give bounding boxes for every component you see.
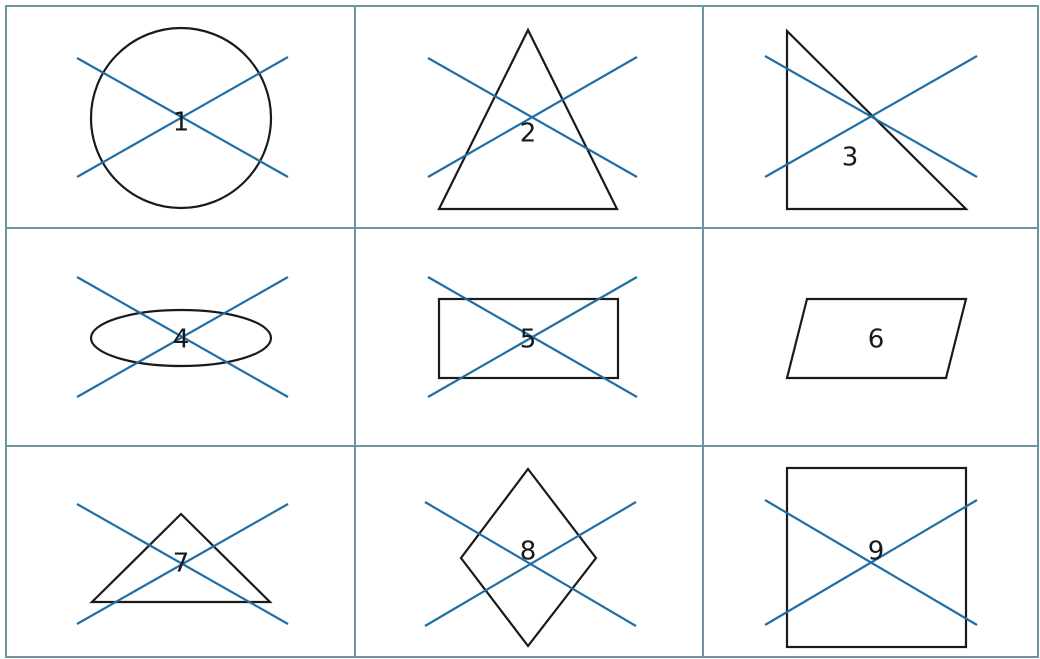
shape-number-3: 3 <box>842 143 859 173</box>
circle-shape <box>89 26 273 210</box>
cell-9: 9 <box>764 466 978 649</box>
shape-number-6: 6 <box>868 325 885 355</box>
cell-2: 2 <box>427 27 638 211</box>
symmetry-line-2b <box>427 56 638 178</box>
shape-number-8: 8 <box>520 537 537 567</box>
cell-8: 8 <box>424 467 637 648</box>
cell-7: 7 <box>76 503 289 625</box>
grid-border <box>5 5 1039 658</box>
isosceles-triangle-shape <box>437 27 619 211</box>
shape-number-1: 1 <box>173 108 190 138</box>
rhombus-shape <box>459 467 598 648</box>
obtuse-triangle-shape <box>89 512 273 604</box>
shape-number-2: 2 <box>520 119 537 149</box>
parallelogram-shape <box>785 297 968 380</box>
grid <box>5 5 1039 658</box>
square-shape <box>785 466 968 649</box>
cell-4: 4 <box>76 276 289 398</box>
shape-number-9: 9 <box>868 537 885 567</box>
symmetry-line-3b <box>764 55 978 178</box>
ellipse-shape <box>89 308 273 368</box>
cell-3: 3 <box>764 28 978 211</box>
shape-number-5: 5 <box>520 325 537 355</box>
symmetry-line-5b <box>427 276 638 398</box>
symmetry-line-8b <box>424 501 637 627</box>
rectangle-shape <box>437 297 620 380</box>
symmetry-line-9b <box>764 499 978 626</box>
cell-6: 6 <box>785 297 968 380</box>
shape-number-7: 7 <box>173 549 190 579</box>
cell-5: 5 <box>427 276 638 398</box>
shape-number-4: 4 <box>173 325 190 355</box>
symmetry-line-7b <box>76 503 289 625</box>
cell-1: 1 <box>76 26 289 210</box>
symmetry-line-1b <box>76 56 289 178</box>
symmetry-line-4b <box>76 276 289 398</box>
